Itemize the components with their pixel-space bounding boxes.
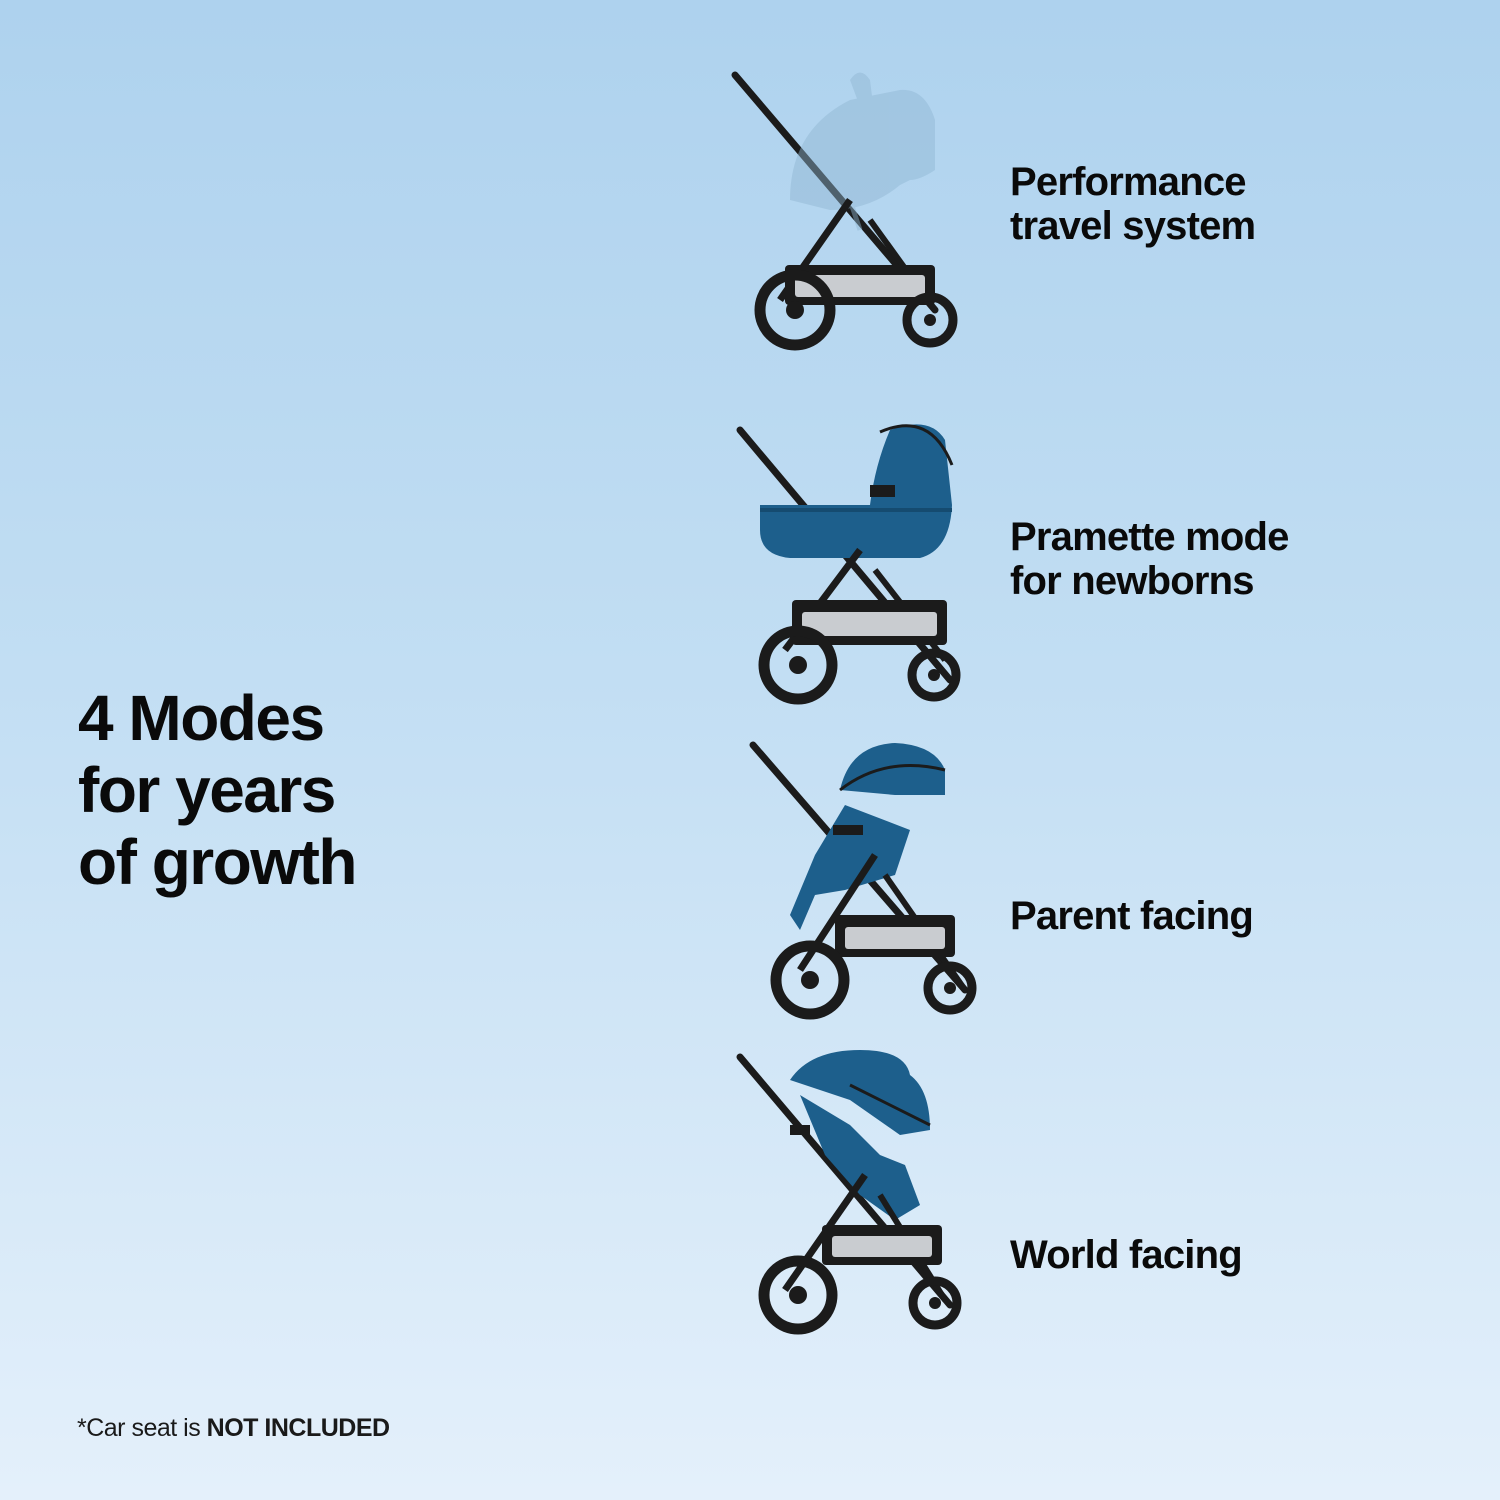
headline: 4 Modes for years of growth — [78, 682, 357, 898]
mode-label-world-facing: World facing — [1010, 1233, 1243, 1277]
stroller-with-car-seat-image — [731, 71, 958, 351]
footnote-prefix: *Car seat is — [77, 1414, 207, 1442]
headline-line-2: for years — [78, 754, 336, 826]
mode-label-travel-system: Performance travel system — [1010, 160, 1256, 248]
headline-line-3: of growth — [78, 826, 357, 898]
stroller-with-bassinet-image — [736, 424, 961, 705]
footnote: *Car seat is NOT INCLUDED — [77, 1414, 390, 1443]
stroller-seat-world-facing-image — [736, 1050, 962, 1335]
mode-label-pramette: Pramette mode for newborns — [1010, 515, 1289, 603]
stroller-seat-parent-facing-image — [749, 741, 977, 1020]
headline-line-1: 4 Modes — [78, 682, 325, 754]
footnote-emphasis: NOT INCLUDED — [206, 1414, 390, 1442]
mode-label-parent-facing: Parent facing — [1010, 894, 1254, 938]
